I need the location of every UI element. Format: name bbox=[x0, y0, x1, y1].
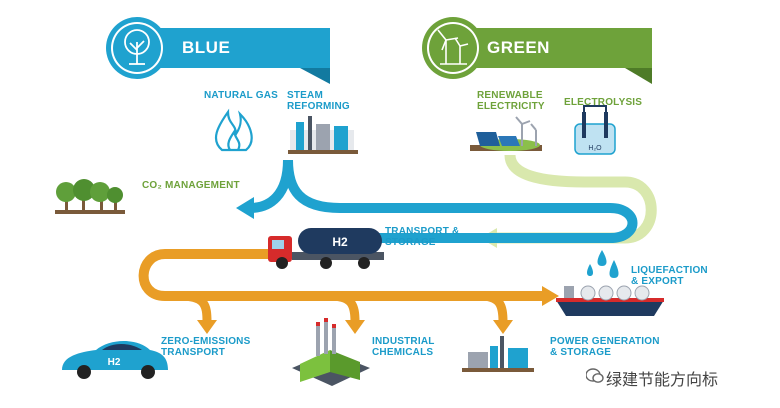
orange-export-arrowhead bbox=[542, 286, 559, 306]
orange-branch-transport bbox=[179, 291, 212, 323]
natural-gas-label: NATURAL GAS bbox=[204, 90, 279, 101]
car-h2-label: H2 bbox=[108, 357, 121, 368]
orange-power-arrowhead bbox=[493, 320, 513, 334]
blue-co2-branch-path bbox=[249, 159, 293, 213]
solar-panel-wind-icon bbox=[470, 116, 542, 151]
transport-storage-label: TRANSPORT & STORAGE bbox=[385, 226, 460, 248]
wechat-icon bbox=[586, 368, 604, 383]
truck-h2-label: H2 bbox=[332, 235, 348, 249]
industrial-chemicals-label: INDUSTRIAL CHEMICALS bbox=[372, 336, 435, 358]
blue-co2-arrowhead bbox=[236, 197, 254, 219]
green-hydrogen-title: GREEN HYDROGEN bbox=[487, 38, 590, 99]
blue-hydrogen-title: BLUE HYDROGEN bbox=[182, 38, 285, 99]
blue-hydrogen-flow-path bbox=[283, 159, 638, 243]
flame-icon bbox=[214, 108, 253, 152]
green-hydrogen-banner bbox=[422, 17, 652, 84]
co2-management-label: CO₂ MANAGEMENT bbox=[142, 180, 240, 191]
power-generation-storage-label: POWER GENERATION & STORAGE bbox=[550, 336, 660, 358]
chemical-plant-icon bbox=[292, 318, 370, 386]
power-plant-icon bbox=[462, 336, 534, 372]
zero-emissions-transport-label: ZERO-EMISSIONS TRANSPORT bbox=[161, 336, 251, 358]
renewable-electricity-label: RENEWABLE ELECTRICITY bbox=[477, 90, 545, 112]
blue-hydrogen-banner-label-wrap: BLUE HYDROGEN bbox=[120, 27, 330, 99]
orange-branch-power bbox=[479, 291, 508, 323]
steam-reforming-label: STEAM REFORMING bbox=[287, 90, 350, 112]
trees-icon bbox=[55, 179, 125, 214]
electrolysis-tank-icon: H₂O bbox=[574, 105, 616, 155]
orange-transport-arrowhead bbox=[197, 320, 217, 334]
orange-chemicals-arrowhead bbox=[345, 320, 365, 334]
orange-distribution-path bbox=[138, 249, 545, 301]
green-hydrogen-banner-label-wrap: GREEN HYDROGEN bbox=[425, 27, 653, 99]
liquefaction-export-label: LIQUEFACTION & EXPORT bbox=[631, 265, 708, 287]
tree-icon bbox=[124, 29, 150, 65]
hydrogen-truck-icon: H2 bbox=[268, 228, 384, 269]
watermark-text: 绿建节能方向标 bbox=[606, 370, 719, 389]
water-drops-icon bbox=[587, 250, 619, 278]
electrolysis-label: ELECTROLYSIS bbox=[564, 97, 643, 108]
orange-branch-chemicals bbox=[329, 291, 360, 323]
electrolysis-tank-label: H₂O bbox=[588, 145, 602, 152]
wind-turbine-icon bbox=[437, 29, 469, 65]
refinery-icon bbox=[288, 116, 358, 154]
lng-ship-icon bbox=[556, 285, 664, 316]
green-hydrogen-flow-path bbox=[495, 154, 657, 244]
hydrogen-car-icon: H2 bbox=[62, 341, 168, 379]
